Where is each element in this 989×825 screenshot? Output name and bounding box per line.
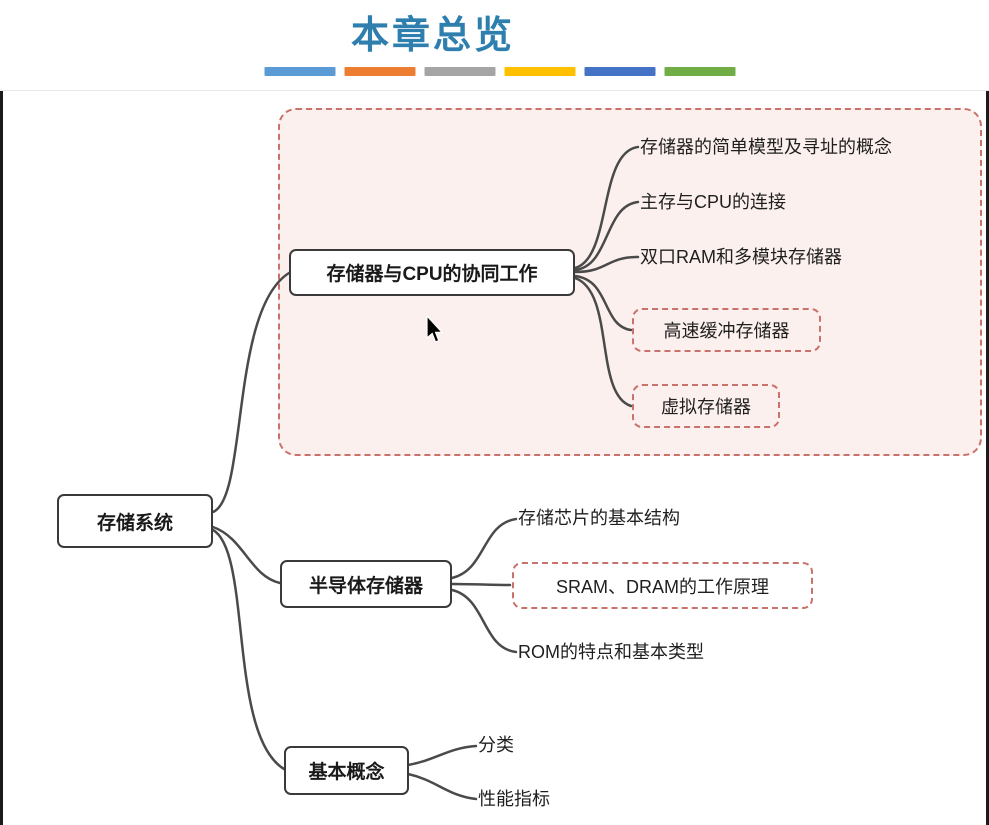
leaf-rom-types: ROM的特点和基本类型	[518, 642, 704, 662]
node-cache-memory: 高速缓冲存储器	[632, 308, 821, 352]
node-semiconductor-memory: 半导体存储器	[280, 560, 452, 608]
leaf-dual-port-ram: 双口RAM和多模块存储器	[640, 247, 842, 267]
decor-bar	[264, 67, 336, 76]
decor-bar	[584, 67, 656, 76]
decor-bars	[264, 67, 736, 76]
decor-bar	[344, 67, 416, 76]
node-cpu-cooperation: 存储器与CPU的协同工作	[289, 249, 575, 296]
node-basic-concepts: 基本概念	[284, 746, 409, 795]
node-sram-dram-principle: SRAM、DRAM的工作原理	[512, 562, 813, 609]
slide-area-divider	[0, 90, 989, 825]
right-edge-bar	[986, 91, 989, 825]
left-edge-bar	[0, 91, 3, 825]
leaf-classification: 分类	[478, 735, 514, 755]
mouse-cursor-icon	[426, 316, 444, 343]
leaf-main-memory-cpu-connection: 主存与CPU的连接	[640, 192, 787, 212]
leaf-performance-metrics: 性能指标	[478, 789, 550, 809]
leaf-memory-simple-model: 存储器的简单模型及寻址的概念	[640, 137, 892, 157]
node-storage-system: 存储系统	[57, 494, 213, 548]
decor-bar	[504, 67, 576, 76]
decor-bar	[424, 67, 496, 76]
page-title: 本章总览	[350, 15, 516, 57]
node-virtual-memory: 虚拟存储器	[632, 384, 780, 428]
leaf-chip-structure: 存储芯片的基本结构	[518, 508, 680, 528]
decor-bar	[664, 67, 736, 76]
